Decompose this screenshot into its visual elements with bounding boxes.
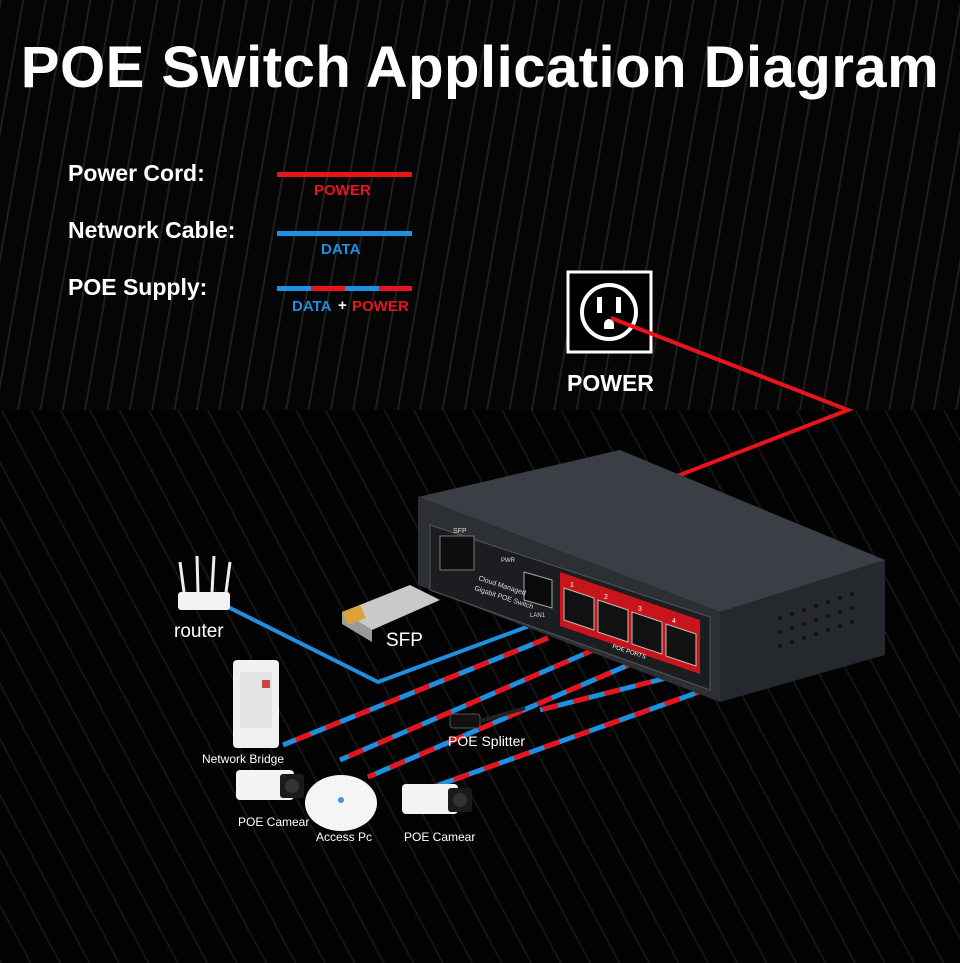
power-cord [610, 316, 854, 480]
legend-data-line [277, 231, 412, 236]
router-label: router [174, 621, 224, 642]
legend-poe-line [277, 286, 412, 291]
network-bridge-label: Network Bridge [202, 752, 285, 766]
switch-port-2: 2 [604, 594, 608, 601]
poe-splitter-label: POE Splitter [448, 733, 526, 749]
legend-poe-power-tag: POWER [352, 298, 409, 315]
poe-port-strip [560, 572, 700, 674]
access-point-label: Access Pc [316, 830, 373, 844]
page-title: POE Switch Application Diagram [20, 35, 940, 100]
poe-cables [282, 635, 711, 789]
router-data-cable [225, 604, 541, 685]
access-point-icon [305, 775, 377, 831]
sfp-slot [439, 535, 475, 571]
switch-port-1: 1 [570, 582, 574, 589]
network-bridge-icon [233, 660, 279, 748]
poe-splitter-icon [449, 706, 526, 729]
poe-switch [418, 450, 885, 702]
switch-pwr-text: PWR [501, 558, 516, 564]
poe-camera-left-icon [236, 770, 304, 800]
legend-poe-data-tag: DATA [292, 298, 332, 315]
legend-power-cord-label: Power Cord: [68, 160, 205, 186]
sfp-label: SFP [386, 630, 423, 651]
legend-poe-plus: + [338, 297, 347, 314]
poe-camera-right-label: POE Camear [404, 830, 476, 844]
router-icon [178, 555, 232, 610]
outlet-power-label: POWER [567, 370, 654, 396]
poe-camera-right-icon [402, 784, 472, 814]
legend-network-cable-label: Network Cable: [68, 217, 236, 243]
poe-camera-left-label: POE Camear [238, 815, 310, 829]
switch-lan-text: LAN1 [530, 613, 546, 619]
legend-power-tag: POWER [314, 182, 371, 199]
switch-port-3: 3 [638, 606, 642, 613]
sfp-module-icon [342, 585, 440, 642]
legend-data-tag: DATA [321, 241, 361, 258]
legend-power-line [277, 172, 412, 177]
lan-port [523, 571, 553, 609]
switch-port-4: 4 [672, 618, 676, 625]
switch-sfp-text: SFP [453, 528, 467, 535]
legend-poe-supply-label: POE Supply: [68, 274, 208, 300]
power-outlet-icon [566, 270, 653, 354]
